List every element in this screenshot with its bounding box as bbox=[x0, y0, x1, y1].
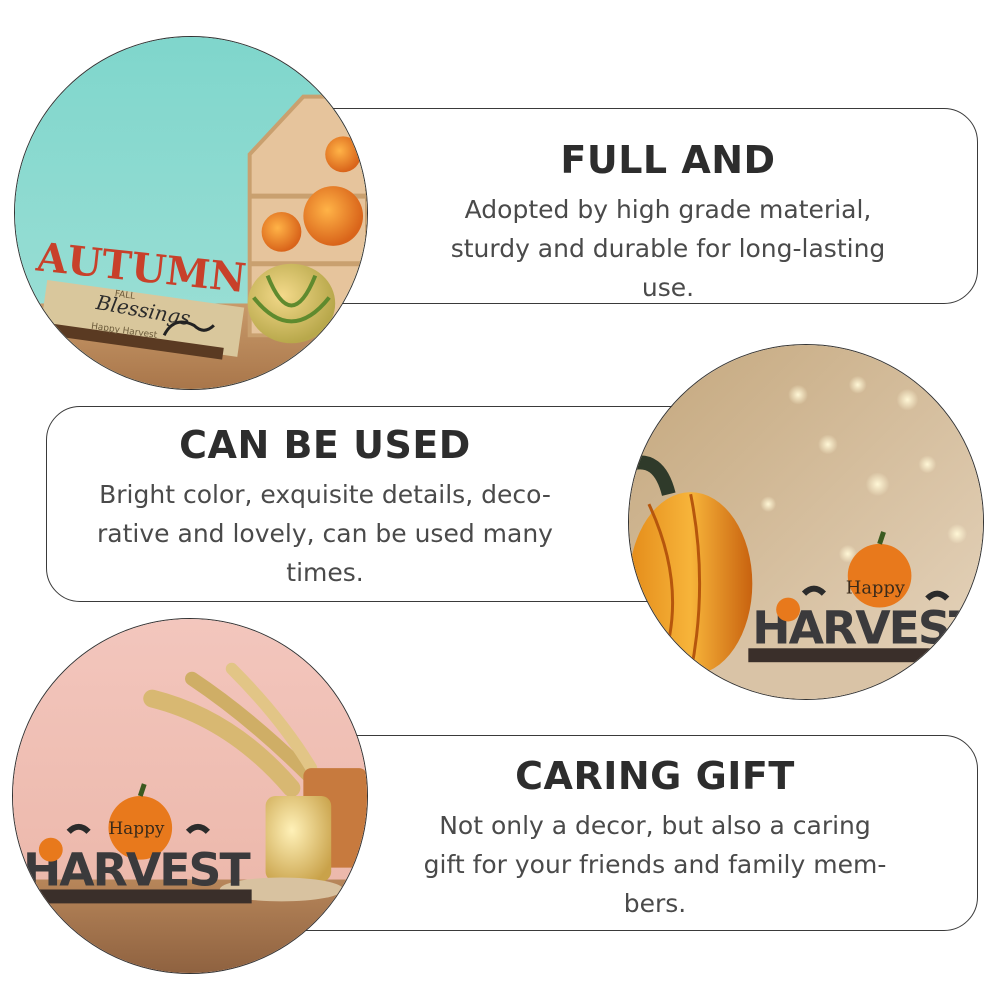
harvest-wheat-illustration: Happy HARVEST bbox=[13, 619, 367, 973]
feature-1-line-1: Adopted by high grade material, bbox=[464, 195, 872, 224]
sign-top-word-2: Happy bbox=[108, 818, 164, 838]
happy-harvest-sign-bokeh-photo: Happy HARVEST bbox=[628, 344, 984, 700]
harvest-bokeh-illustration: Happy HARVEST bbox=[629, 345, 983, 699]
feature-1-line-2: sturdy and durable for long-lasting bbox=[450, 234, 886, 263]
feature-3-line-1: Not only a decor, but also a caring bbox=[439, 811, 871, 840]
feature-1-line-3: use. bbox=[641, 273, 695, 302]
feature-3-line-3: bers. bbox=[623, 889, 687, 918]
feature-1-title: FULL AND bbox=[560, 138, 776, 182]
feature-card-1 bbox=[250, 108, 978, 304]
feature-3-description: Not only a decor, but also a caring gift… bbox=[395, 806, 915, 923]
feature-3-line-2: gift for your friends and family mem- bbox=[423, 850, 887, 879]
feature-2-line-1: Bright color, exquisite details, deco- bbox=[99, 480, 551, 509]
feature-2-description: Bright color, exquisite details, deco- r… bbox=[70, 475, 580, 592]
feature-card-3 bbox=[250, 735, 978, 931]
feature-1-description: Adopted by high grade material, sturdy a… bbox=[400, 190, 936, 307]
feature-2-line-3: times. bbox=[286, 558, 364, 587]
small-text: FALL bbox=[114, 289, 136, 302]
autumn-blessing-sign-photo: AUTUMN Blessings FALL Happy Harvest bbox=[14, 36, 368, 390]
autumn-blessing-illustration: AUTUMN Blessings FALL Happy Harvest bbox=[15, 37, 367, 389]
sign-top-word: Happy bbox=[846, 578, 906, 599]
feature-2-title: CAN BE USED bbox=[179, 423, 471, 467]
feature-2-line-2: rative and lovely, can be used many bbox=[97, 519, 553, 548]
feature-3-title: CARING GIFT bbox=[515, 754, 795, 798]
happy-harvest-sign-wheat-photo: Happy HARVEST bbox=[12, 618, 368, 974]
